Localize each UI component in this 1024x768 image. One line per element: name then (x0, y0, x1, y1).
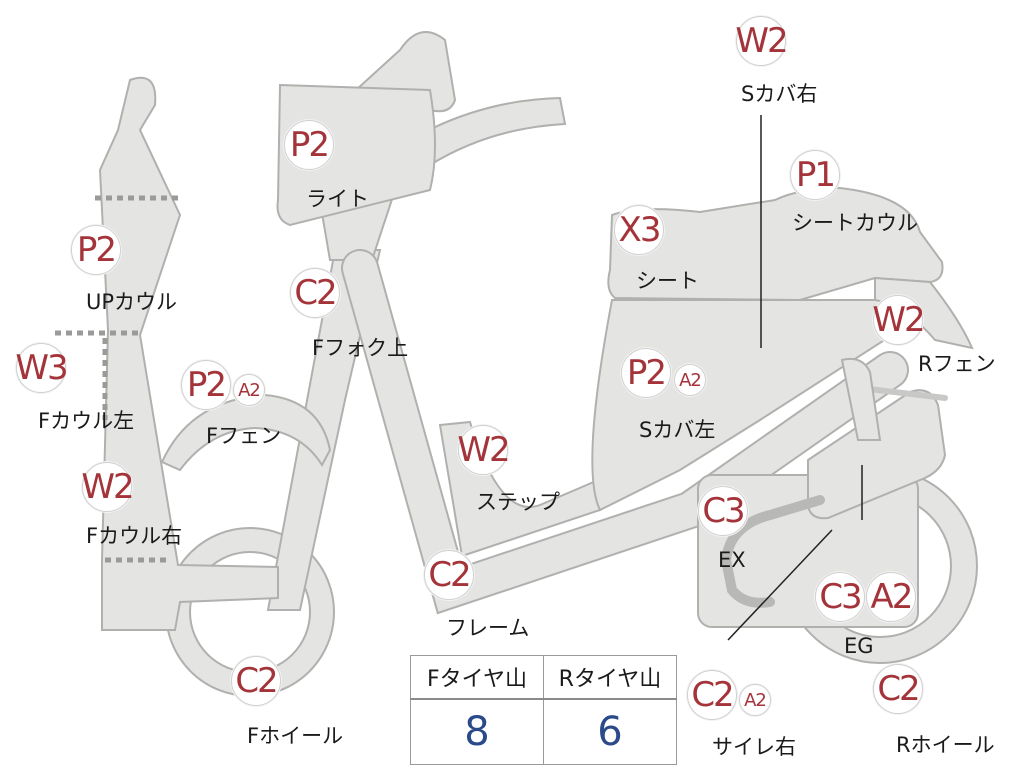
code-badge: C3 (815, 572, 865, 622)
code-badge: C3 (698, 486, 748, 536)
rear-tread-header: Rタイヤ山 (543, 655, 677, 700)
part-label: ライト (306, 187, 369, 211)
code-badge: C2 (424, 550, 474, 600)
part-label: EX (718, 548, 746, 572)
tire-tread-table: Fタイヤ山 Rタイヤ山 8 6 (410, 655, 677, 765)
part-label: Fカウル右 (86, 524, 183, 548)
code-badge: P1 (790, 150, 840, 200)
code-badge: X3 (614, 205, 664, 255)
frame-tube (343, 251, 907, 612)
code-badge: W2 (872, 295, 926, 345)
code-badge: W2 (457, 425, 511, 475)
code-badge: P2 (284, 120, 334, 170)
part-label: Fフェン (206, 424, 282, 448)
rear-tread-value: 6 (543, 698, 677, 765)
code-badge: C2 (687, 670, 737, 720)
part-label: Sカバ右 (741, 82, 818, 106)
part-label: UPカウル (86, 290, 178, 314)
headlight-housing (276, 83, 436, 227)
code-badge: C2 (873, 664, 923, 714)
code-badge-small: A2 (739, 684, 771, 716)
front-tread-value: 8 (410, 698, 544, 765)
muffler (807, 389, 947, 520)
code-badge-small: A2 (674, 364, 706, 396)
part-label: EG (844, 634, 874, 658)
handlebar (408, 96, 567, 167)
part-label: サイレ右 (712, 735, 796, 759)
front-tread-header: Fタイヤ山 (410, 655, 544, 700)
code-badge: W2 (81, 462, 135, 512)
front-cowl (98, 76, 279, 631)
code-badge-small: A2 (233, 374, 265, 406)
code-badge: P2 (181, 360, 231, 410)
part-label: Fホイール (247, 724, 344, 748)
code-badge: P2 (71, 225, 121, 275)
part-label: シートカウル (792, 211, 918, 235)
part-label: フレーム (446, 616, 530, 640)
exhaust-pipe (720, 495, 825, 608)
part-label: Rホイール (896, 733, 995, 757)
code-badge: A2 (866, 572, 916, 622)
part-label: ステップ (476, 490, 560, 514)
code-badge: W3 (15, 343, 69, 393)
code-badge: C2 (290, 268, 340, 318)
part-label: Rフェン (918, 352, 996, 376)
part-label: Fカウル左 (38, 409, 135, 433)
code-badge: P2 (621, 348, 671, 398)
seat (607, 186, 944, 302)
part-label: Sカバ左 (639, 418, 716, 442)
rear-shock (840, 357, 882, 441)
part-label: Fフォク上 (312, 336, 409, 360)
part-label: シート (636, 269, 699, 293)
code-badge: C2 (231, 656, 281, 706)
code-badge: W2 (735, 16, 789, 66)
